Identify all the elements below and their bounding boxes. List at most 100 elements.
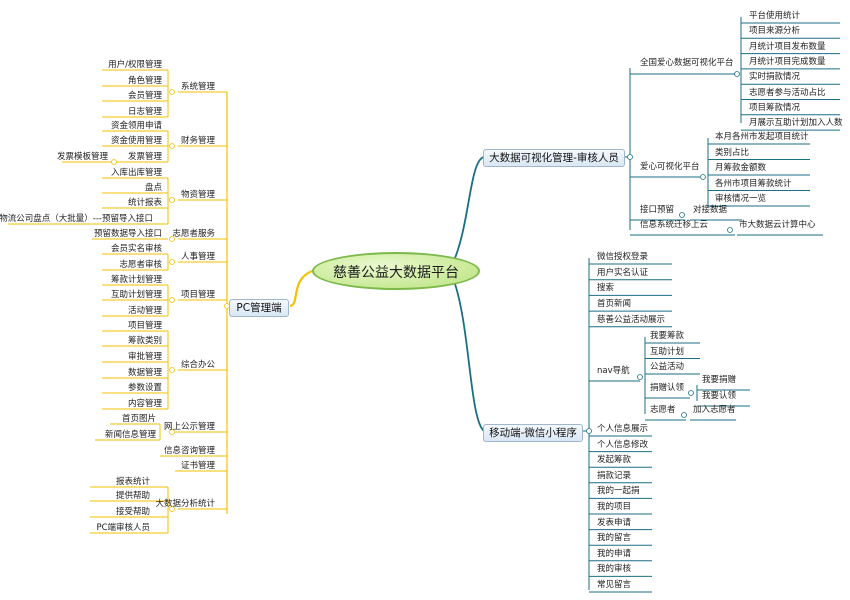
- collapse-toggle-icon[interactable]: [169, 236, 175, 242]
- node-label[interactable]: 筹款类别: [127, 336, 162, 346]
- node-label[interactable]: 资金领用申请: [110, 121, 162, 131]
- collapse-toggle-icon[interactable]: [727, 227, 733, 233]
- leaf-label[interactable]: 对接数据: [693, 205, 728, 215]
- category-label[interactable]: 物资管理: [180, 190, 215, 200]
- node-label[interactable]: 月展示互助计划加入人数: [749, 118, 843, 129]
- node-label[interactable]: 我要筹款: [650, 331, 685, 341]
- leaf-label[interactable]: 市大数据云计算中心: [739, 220, 816, 230]
- leaf-label[interactable]: 发票模板管理: [56, 152, 108, 162]
- collapse-toggle-icon[interactable]: [688, 390, 694, 396]
- node-label[interactable]: 个人信息修改: [597, 439, 649, 450]
- leaf-label[interactable]: 加入志愿者: [693, 405, 736, 415]
- node-label[interactable]: 月筹款金额数: [715, 163, 767, 173]
- central-topic[interactable]: 慈善公益大数据平台: [312, 252, 480, 290]
- collapse-toggle-icon[interactable]: [169, 259, 175, 265]
- node-label[interactable]: 首页新闻: [597, 299, 632, 310]
- node-label[interactable]: 统计报表: [127, 198, 162, 208]
- node-label[interactable]: 各州市项目筹款统计: [715, 178, 792, 189]
- node-label[interactable]: 捐款记录: [597, 470, 632, 481]
- collapse-toggle-icon[interactable]: [627, 154, 633, 160]
- node-label[interactable]: 内容管理: [127, 399, 162, 409]
- node-label[interactable]: 慈善公益活动展示: [597, 314, 666, 325]
- node-label[interactable]: 互助计划管理: [110, 290, 162, 300]
- collapse-toggle-icon[interactable]: [169, 429, 175, 435]
- leaf-label[interactable]: 物流公司盘点（大批量）---预留导入接口: [0, 214, 153, 224]
- node-label[interactable]: 活动管理: [127, 306, 162, 316]
- collapse-toggle-icon[interactable]: [169, 297, 175, 303]
- node-label[interactable]: 提供帮助: [115, 491, 150, 501]
- node-label[interactable]: 数据管理: [127, 368, 162, 378]
- leaf-label[interactable]: 首页图片: [121, 414, 156, 424]
- category-label[interactable]: 财务管理: [180, 136, 215, 146]
- node-label[interactable]: 报表统计: [115, 477, 150, 487]
- collapse-toggle-icon[interactable]: [169, 143, 175, 149]
- node-label[interactable]: 会员管理: [127, 91, 162, 101]
- node-label[interactable]: 会员实名审核: [110, 244, 162, 254]
- node-label[interactable]: 类别占比: [715, 147, 750, 158]
- collapse-toggle-icon[interactable]: [169, 506, 175, 512]
- node-label[interactable]: 审批管理: [127, 352, 162, 362]
- category-label[interactable]: 信息咨询管理: [163, 446, 215, 456]
- node-label[interactable]: 角色管理: [127, 76, 162, 86]
- node-label[interactable]: 接受帮助: [115, 507, 150, 517]
- leaf-label[interactable]: 我要认领: [702, 391, 737, 401]
- category-label[interactable]: 爱心可视化平台: [640, 162, 700, 172]
- node-label[interactable]: 用户实名认证: [597, 267, 649, 278]
- leaf-label[interactable]: 预留数据导入接口: [93, 229, 162, 239]
- category-label[interactable]: 全国爱心数据可视化平台: [640, 58, 734, 68]
- node-label[interactable]: 筹款计划管理: [110, 275, 162, 285]
- collapse-toggle-icon[interactable]: [169, 197, 175, 203]
- node-label[interactable]: 志愿者参与活动占比: [749, 87, 826, 98]
- collapse-toggle-icon[interactable]: [734, 71, 740, 77]
- node-label[interactable]: 我的一起捐: [597, 486, 640, 497]
- branch-bigdata[interactable]: 大数据可视化管理-审核人员: [483, 149, 625, 167]
- node-label[interactable]: 本月各州市发起项目统计: [715, 132, 809, 142]
- node-label[interactable]: 项目筹款情况: [749, 102, 801, 113]
- category-label[interactable]: 人事管理: [180, 252, 215, 262]
- category-label[interactable]: 网上公示管理: [163, 422, 215, 432]
- category-label[interactable]: nav导航: [597, 366, 630, 376]
- collapse-toggle-icon[interactable]: [169, 367, 175, 373]
- collapse-toggle-icon[interactable]: [169, 89, 175, 95]
- category-label[interactable]: 志愿者: [650, 405, 676, 415]
- category-label[interactable]: 证书管理: [180, 461, 215, 471]
- node-label[interactable]: 我的申请: [597, 548, 632, 559]
- collapse-toggle-icon[interactable]: [637, 374, 643, 380]
- collapse-toggle-icon[interactable]: [679, 212, 685, 218]
- node-label[interactable]: 发起筹款: [597, 455, 632, 466]
- node-label[interactable]: PC端审核人员: [96, 523, 150, 533]
- node-label[interactable]: 志愿者审核: [119, 260, 162, 270]
- collapse-toggle-icon[interactable]: [700, 174, 706, 180]
- node-label[interactable]: 我的留言: [597, 533, 632, 544]
- node-label[interactable]: 入库出库管理: [110, 168, 162, 178]
- category-label[interactable]: 志愿者服务: [172, 229, 215, 239]
- node-label[interactable]: 我的审核: [597, 564, 632, 575]
- node-label[interactable]: 发表申请: [597, 517, 632, 528]
- collapse-toggle-icon[interactable]: [586, 428, 592, 434]
- node-label[interactable]: 常见留言: [597, 580, 632, 590]
- category-label[interactable]: 信息系统迁移上云: [640, 220, 709, 230]
- node-label[interactable]: 盘点: [144, 183, 162, 193]
- category-label[interactable]: 系统管理: [180, 82, 215, 92]
- node-label[interactable]: 个人信息展示: [597, 424, 649, 434]
- node-label[interactable]: 日志管理: [127, 107, 162, 117]
- collapse-toggle-icon[interactable]: [681, 412, 687, 418]
- node-label[interactable]: 搜索: [597, 283, 615, 294]
- leaf-label[interactable]: 我要捐赠: [702, 375, 737, 385]
- node-label[interactable]: 实时捐款情况: [749, 72, 801, 83]
- node-label[interactable]: 我的项目: [597, 502, 632, 512]
- collapse-toggle-icon[interactable]: [111, 159, 117, 165]
- leaf-label[interactable]: 新闻信息管理: [104, 430, 156, 440]
- node-label[interactable]: 平台使用统计: [749, 11, 801, 21]
- node-label[interactable]: 微信授权登录: [597, 252, 649, 262]
- category-label[interactable]: 综合办公: [180, 360, 215, 370]
- node-label[interactable]: 项目来源分析: [749, 26, 801, 37]
- category-label[interactable]: 捐赠认领: [650, 383, 685, 393]
- node-label[interactable]: 发票管理: [127, 152, 162, 162]
- branch-pc[interactable]: PC管理端: [229, 299, 289, 317]
- node-label[interactable]: 月统计项目发布数量: [749, 41, 826, 52]
- node-label[interactable]: 月统计项目完成数量: [749, 56, 826, 67]
- node-label[interactable]: 参数设置: [127, 383, 162, 393]
- node-label[interactable]: 公益活动: [650, 362, 685, 372]
- node-label[interactable]: 资金使用管理: [110, 136, 162, 146]
